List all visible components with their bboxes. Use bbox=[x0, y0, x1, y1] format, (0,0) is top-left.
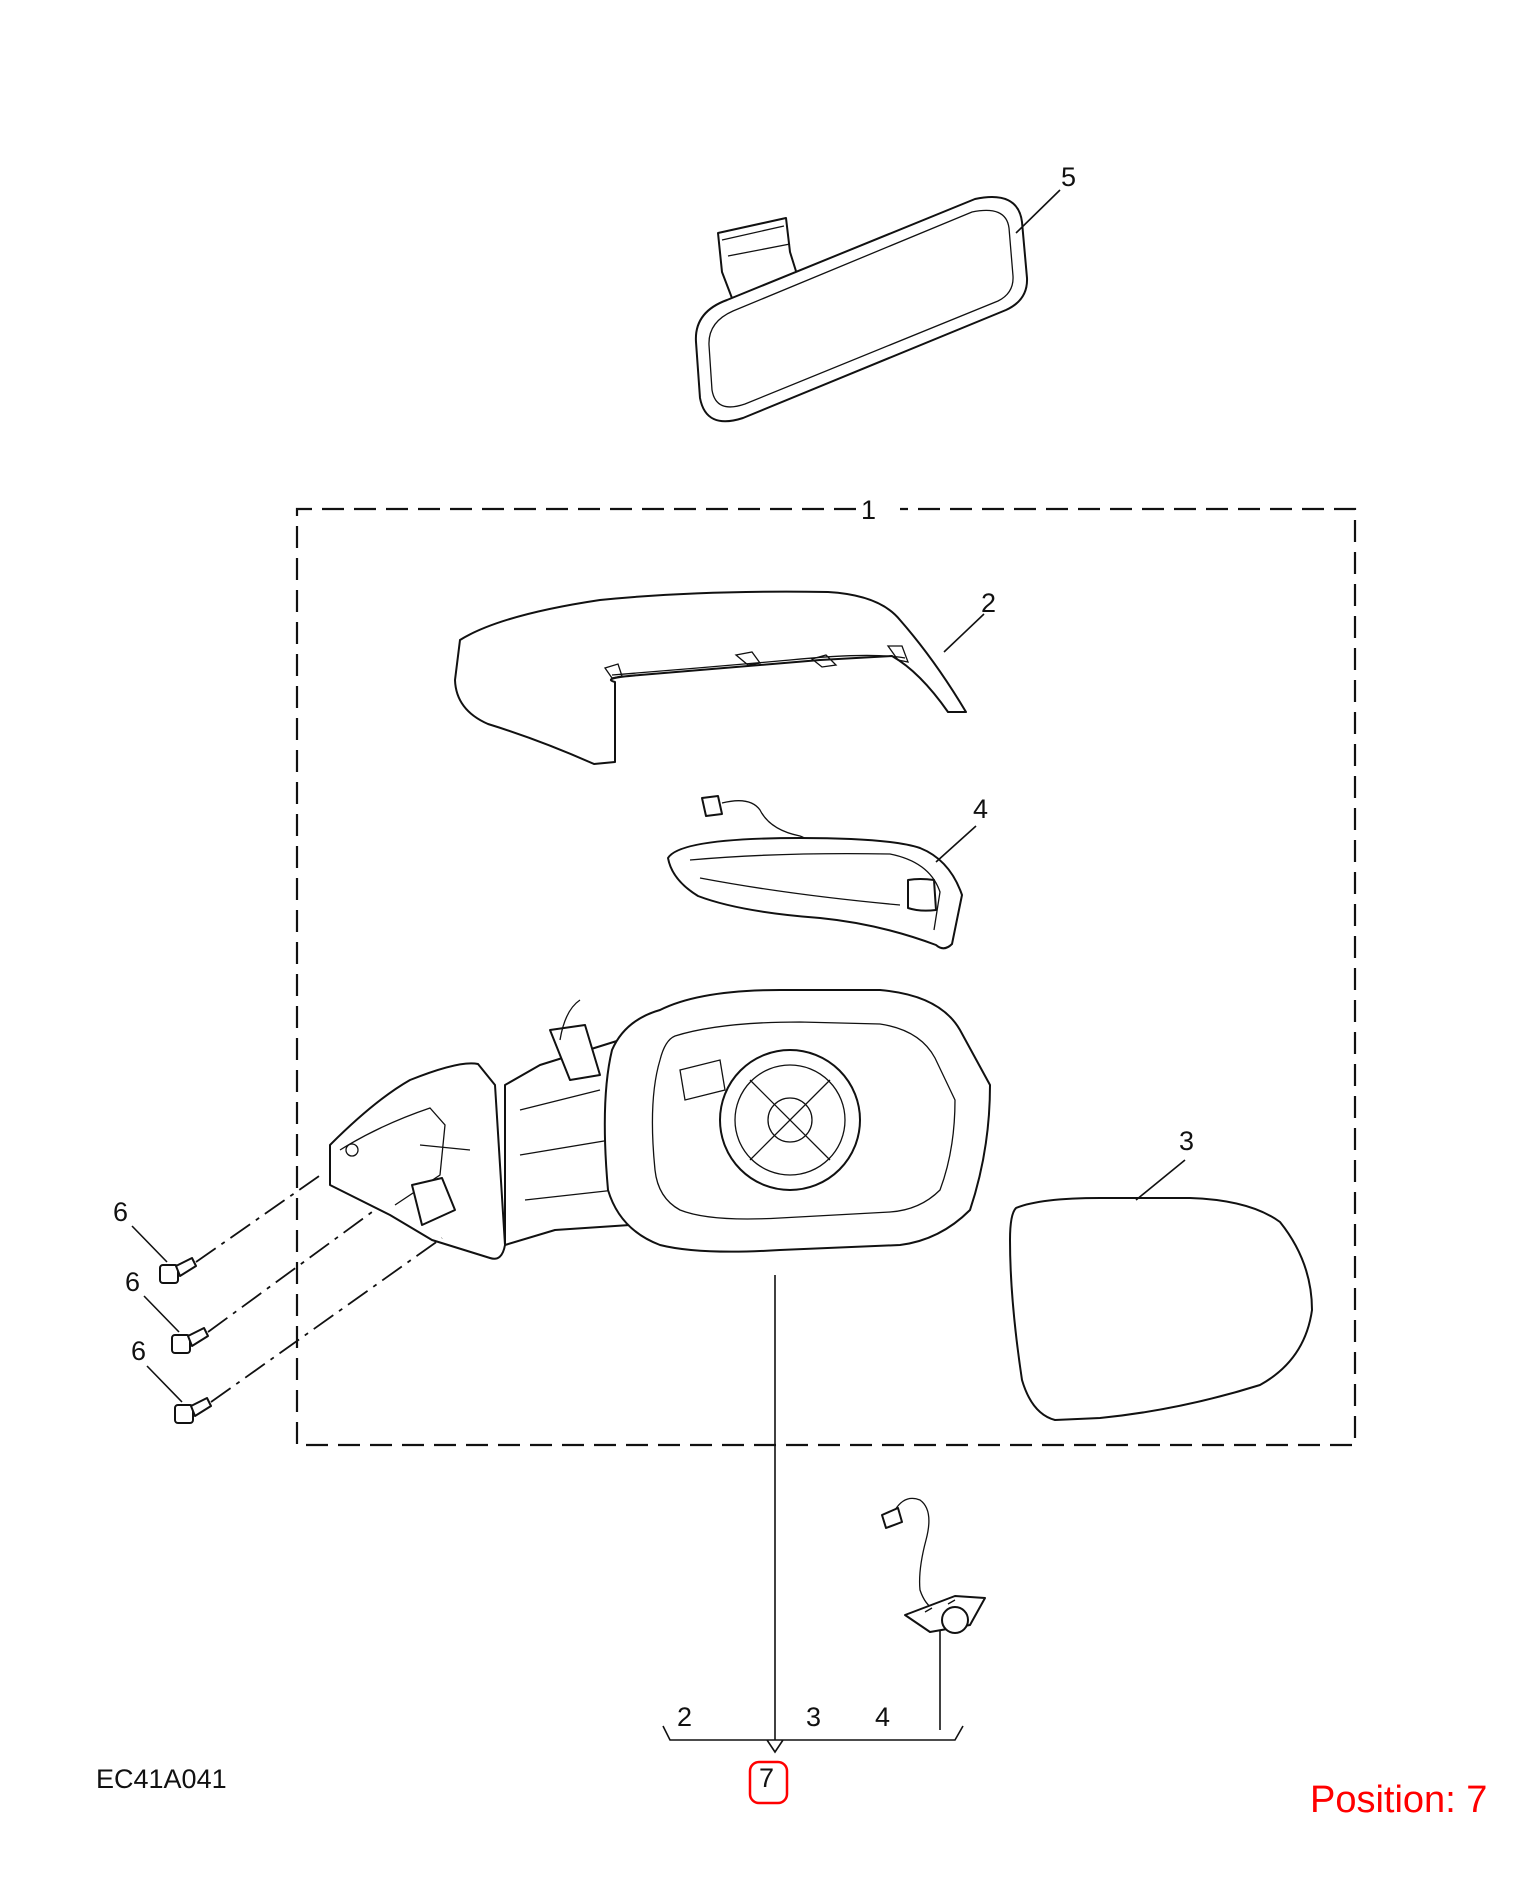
callout-indicator: 4 bbox=[973, 794, 988, 824]
screw-3[interactable] bbox=[174, 1397, 212, 1424]
bracket-label-cover: 2 bbox=[677, 1702, 692, 1732]
callout-screw-2: 6 bbox=[125, 1267, 140, 1297]
callout-assembly: 7 bbox=[759, 1763, 774, 1793]
callout-interior-mirror: 5 bbox=[1061, 162, 1076, 192]
callout-kit: 1 bbox=[861, 495, 876, 525]
indicator-lamp[interactable] bbox=[667, 795, 963, 950]
mirror-assembly[interactable] bbox=[329, 989, 991, 1260]
mirror-cover[interactable] bbox=[454, 590, 967, 765]
position-label: Position: 7 bbox=[1310, 1779, 1487, 1821]
highlight-marker bbox=[748, 1760, 789, 1805]
screw-1[interactable] bbox=[159, 1257, 197, 1284]
callout-screw-1: 6 bbox=[113, 1197, 128, 1227]
callout-cover: 2 bbox=[981, 588, 996, 618]
callout-screw-3: 6 bbox=[131, 1336, 146, 1366]
mirror-glass[interactable] bbox=[1009, 1197, 1313, 1421]
callout-glass: 3 bbox=[1179, 1126, 1194, 1156]
camera-harness[interactable] bbox=[881, 1497, 986, 1634]
kit-bracket bbox=[662, 1725, 964, 1754]
bracket-label-indicator: 4 bbox=[875, 1702, 890, 1732]
kit-boundary bbox=[295, 507, 1357, 1447]
illustration-code: EC41A041 bbox=[96, 1764, 227, 1794]
bracket-label-glass: 3 bbox=[806, 1702, 821, 1732]
screw-2[interactable] bbox=[171, 1327, 209, 1354]
interior-mirror[interactable] bbox=[694, 196, 1029, 423]
